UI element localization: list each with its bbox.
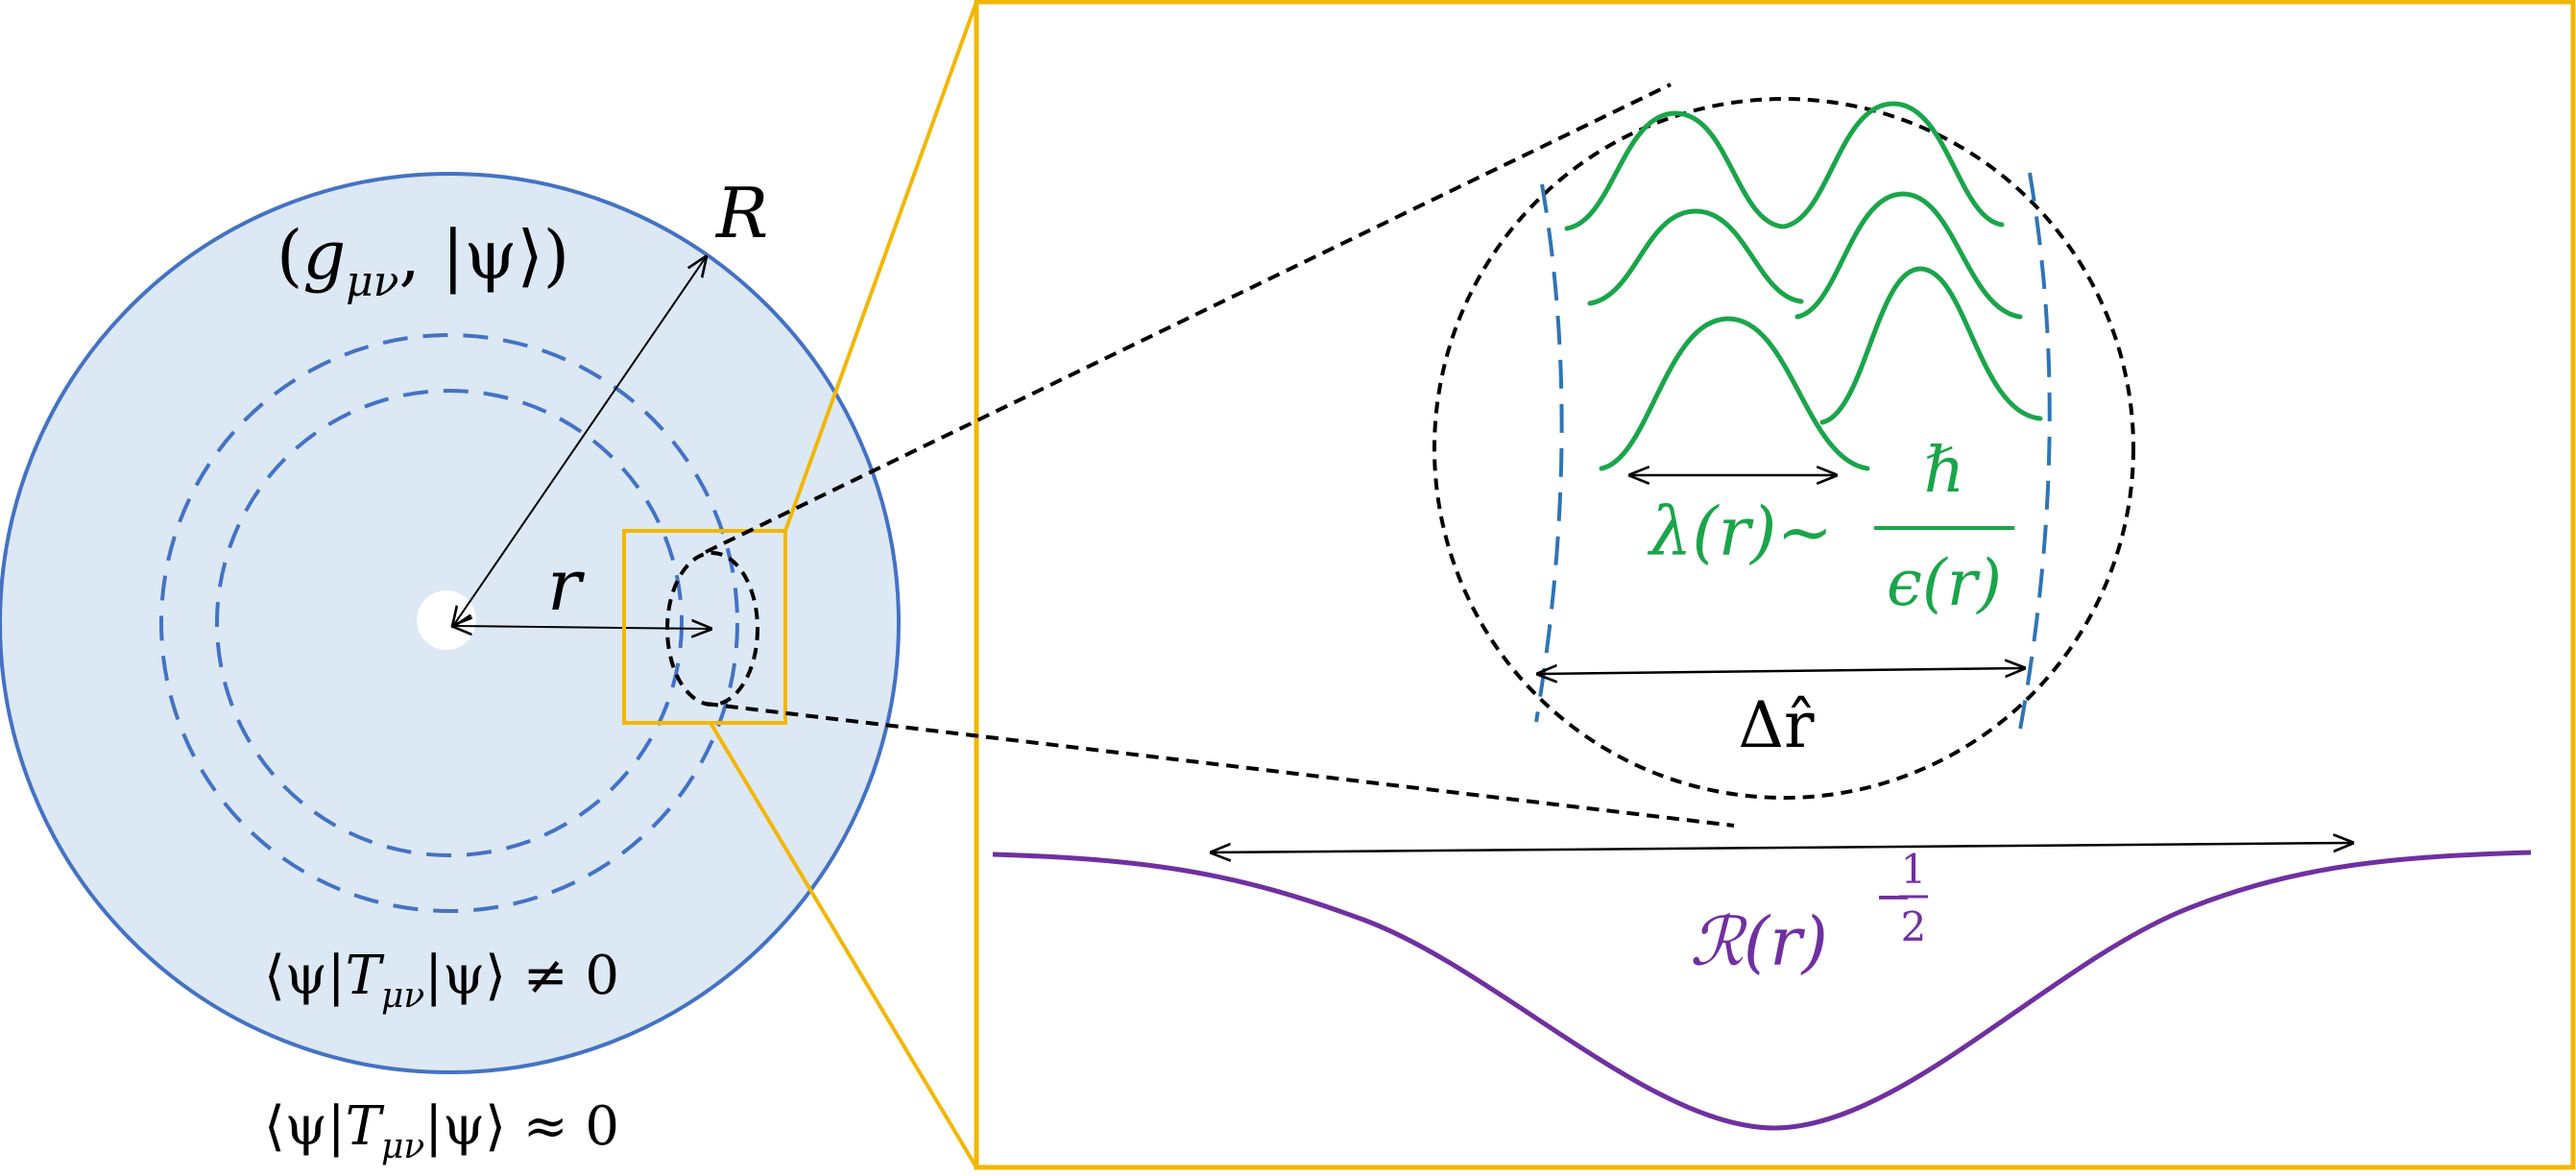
zoom-connector-bottom bbox=[709, 721, 978, 1169]
delta-r-arrow bbox=[1538, 668, 2024, 674]
wavepacket-4 bbox=[1794, 191, 2023, 320]
state-pair-label: (gμν, |ψ⟩) bbox=[277, 216, 569, 306]
projection-line-bottom bbox=[705, 702, 1735, 828]
spacetime-disk: R r (gμν, |ψ⟩) ⟨ψ|Tμν|ψ⟩ ≠ 0 ⟨ψ|Tμν|ψ⟩ ≈… bbox=[0, 172, 901, 1166]
curvature-exponent-den: 2 bbox=[1901, 903, 1927, 950]
wavepacket-5 bbox=[1599, 316, 1870, 471]
wavepacket-2 bbox=[1781, 101, 2005, 229]
delta-r-label: Δr̂ bbox=[1738, 688, 1815, 762]
region-boundary-left bbox=[1534, 183, 1564, 723]
zoom-connector-top bbox=[783, 1, 978, 532]
wavepackets bbox=[1564, 101, 2043, 471]
wavepacket-1 bbox=[1564, 110, 1785, 231]
curvature-curve bbox=[992, 850, 2532, 1131]
zoom-panel bbox=[974, 0, 2576, 1170]
wavelength-numerator: ℏ bbox=[1924, 433, 1965, 507]
zoom-source-box bbox=[622, 529, 787, 725]
projection-line-top bbox=[705, 83, 1672, 554]
wavelength-denominator: ϵ(r) bbox=[1887, 546, 2002, 620]
wavelength-lhs: λ(r)~ bbox=[1647, 492, 1833, 571]
outer-radius-arrow bbox=[453, 257, 706, 626]
dashed-ring-outer bbox=[159, 333, 739, 913]
curvature-label: ℛ(r) bbox=[1690, 902, 1828, 981]
outer-radius-label: R bbox=[714, 173, 768, 253]
curvature-scale-arrow bbox=[1212, 843, 2352, 852]
wavepacket-6 bbox=[1819, 266, 2043, 425]
region-boundary-right bbox=[2018, 172, 2052, 731]
wavepacket-3 bbox=[1587, 208, 1804, 306]
inner-radius-label: r bbox=[547, 544, 586, 627]
magnified-region-circle bbox=[1432, 97, 2135, 800]
expectation-inside-label: ⟨ψ|Tμν|ψ⟩ ≠ 0 bbox=[264, 945, 619, 1016]
curvature-exponent-num: 1 bbox=[1901, 846, 1927, 893]
central-hole bbox=[417, 590, 476, 650]
expectation-outside-label: ⟨ψ|Tμν|ψ⟩ ≈ 0 bbox=[264, 1095, 619, 1166]
